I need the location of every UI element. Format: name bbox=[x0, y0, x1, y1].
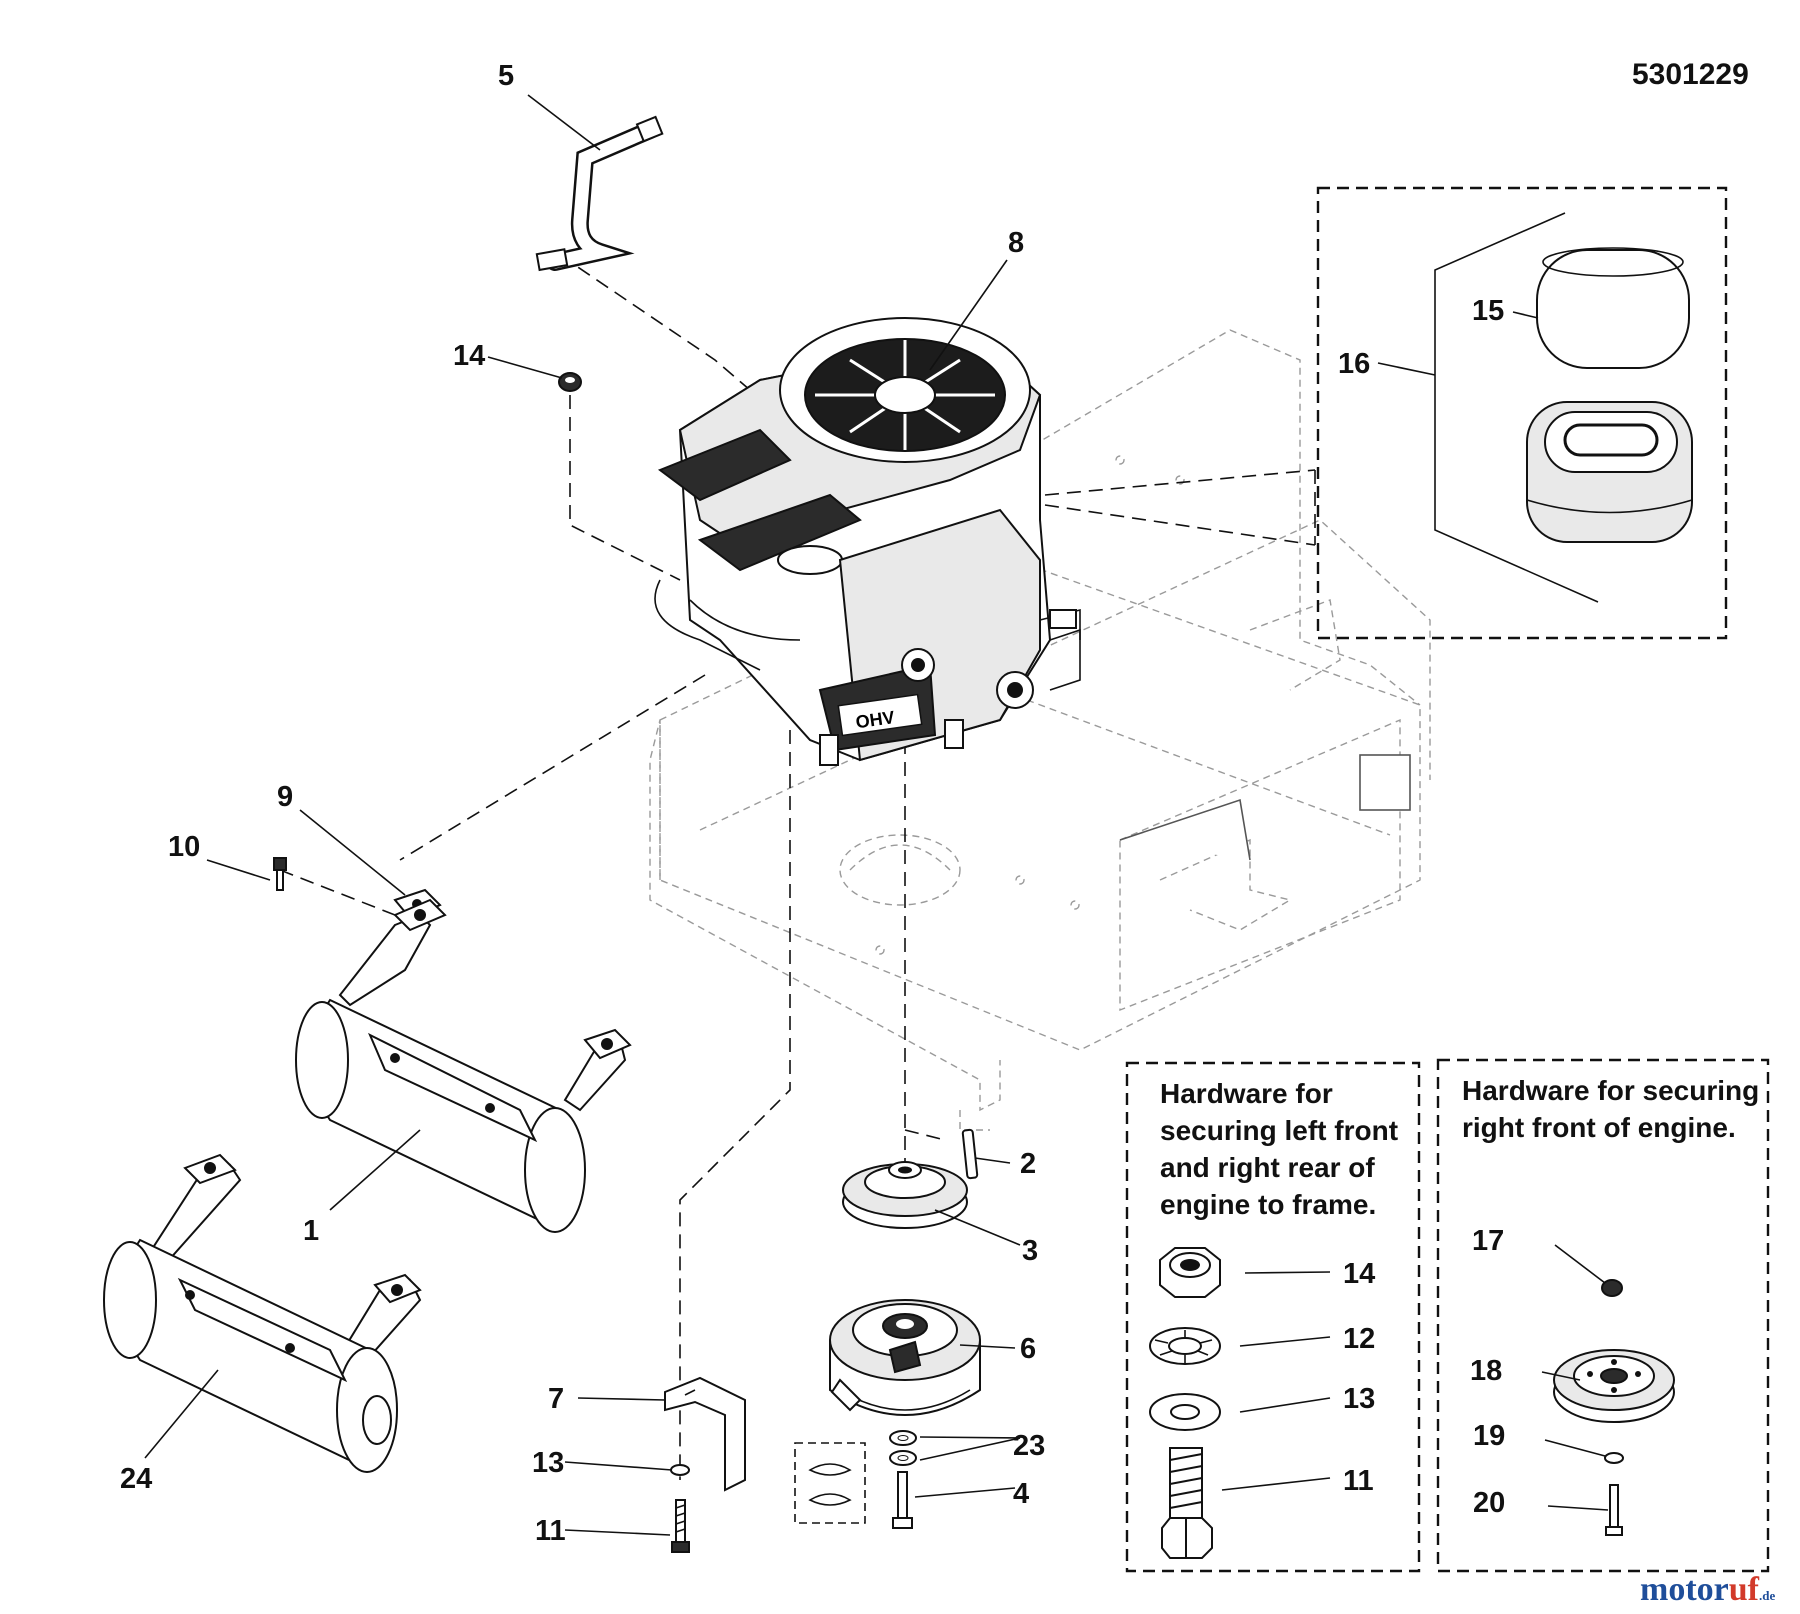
air-filter-15 bbox=[1536, 247, 1690, 369]
callout-13: 13 bbox=[532, 1447, 564, 1479]
callout-5: 5 bbox=[498, 60, 514, 92]
callout-6: 6 bbox=[1020, 1333, 1036, 1365]
pulley-3 bbox=[842, 1161, 968, 1229]
note-left-line-3: and right rear of bbox=[1160, 1152, 1375, 1183]
fuel-line bbox=[535, 115, 664, 272]
document-number: 5301229 bbox=[1632, 58, 1749, 91]
note-right-line-2: right front of engine. bbox=[1462, 1112, 1736, 1143]
nut-14-upper bbox=[558, 372, 582, 392]
callout-8: 8 bbox=[1008, 227, 1024, 259]
washer-19 bbox=[1604, 1452, 1624, 1464]
callout-15: 15 bbox=[1472, 295, 1504, 327]
hex-bolt-11 bbox=[1161, 1447, 1213, 1559]
leader-lines bbox=[144, 94, 1609, 1536]
clutch-6 bbox=[829, 1299, 981, 1416]
callout-18: 18 bbox=[1470, 1355, 1502, 1387]
hardware-note-right: Hardware for securing right front of eng… bbox=[1462, 1075, 1759, 1143]
callout-13-hardware: 13 bbox=[1343, 1383, 1375, 1415]
muffler-1 bbox=[295, 898, 632, 1233]
bracket-7 bbox=[664, 1376, 746, 1492]
lock-washer-12 bbox=[1149, 1327, 1221, 1365]
assembly-lines bbox=[279, 254, 1316, 1480]
hardware-box-left bbox=[1125, 1061, 1421, 1573]
idler-pulley-18 bbox=[1553, 1349, 1675, 1423]
nut-14-hardware bbox=[1159, 1247, 1221, 1298]
hardware-note-left: Hardware for securing left front and rig… bbox=[1160, 1078, 1398, 1220]
callout-1: 1 bbox=[303, 1215, 319, 1247]
chassis-frame bbox=[649, 329, 1431, 1131]
flat-washer-13 bbox=[1149, 1393, 1221, 1431]
callout-11: 11 bbox=[535, 1515, 566, 1547]
bolt-10 bbox=[273, 857, 287, 891]
bolt-4 bbox=[892, 1471, 913, 1529]
note-right-line-1: Hardware for securing bbox=[1462, 1075, 1759, 1106]
callout-9: 9 bbox=[277, 781, 293, 813]
callout-20: 20 bbox=[1473, 1487, 1505, 1519]
watermark-part-a: motor bbox=[1640, 1571, 1729, 1608]
callout-19: 19 bbox=[1473, 1420, 1505, 1452]
air-filter-box bbox=[1316, 186, 1728, 640]
hardware-box-right bbox=[1436, 1058, 1770, 1573]
muffler-24 bbox=[103, 1153, 422, 1473]
spacer-kit bbox=[794, 1442, 866, 1524]
svg-text:motoruf.de: motoruf.de bbox=[1640, 1571, 1775, 1608]
callout-16: 16 bbox=[1338, 348, 1370, 380]
callout-17: 17 bbox=[1472, 1225, 1504, 1257]
washers-23 bbox=[889, 1430, 917, 1466]
callout-3: 3 bbox=[1022, 1235, 1038, 1267]
watermark-logo: motoruf.de bbox=[1640, 1571, 1775, 1608]
washer-13-lower bbox=[670, 1464, 690, 1476]
callout-23: 23 bbox=[1013, 1430, 1045, 1462]
callout-2: 2 bbox=[1020, 1148, 1036, 1180]
note-left-line-4: engine to frame. bbox=[1160, 1189, 1376, 1220]
air-filter-element bbox=[1526, 401, 1693, 543]
bolt-11-lower bbox=[671, 1499, 690, 1553]
note-left-line-2: securing left front bbox=[1160, 1115, 1398, 1146]
callout-labels: 5 8 14 9 10 1 24 2 3 6 23 4 7 13 11 15 1… bbox=[120, 60, 1505, 1547]
callout-14-hardware: 14 bbox=[1343, 1258, 1375, 1290]
bolt-20 bbox=[1605, 1484, 1623, 1536]
watermark-suffix: .de bbox=[1759, 1588, 1775, 1603]
callout-4: 4 bbox=[1013, 1478, 1029, 1510]
watermark-part-b: uf bbox=[1729, 1571, 1760, 1608]
callout-11-hardware: 11 bbox=[1343, 1465, 1374, 1497]
note-left-line-1: Hardware for bbox=[1160, 1078, 1333, 1109]
engine: OHV bbox=[654, 317, 1081, 766]
callout-12: 12 bbox=[1343, 1323, 1375, 1355]
callout-14: 14 bbox=[453, 340, 485, 372]
key-2 bbox=[961, 1128, 979, 1180]
callout-24: 24 bbox=[120, 1463, 152, 1495]
callout-10: 10 bbox=[168, 831, 200, 863]
callout-7: 7 bbox=[548, 1383, 564, 1415]
nut-17 bbox=[1601, 1279, 1623, 1297]
